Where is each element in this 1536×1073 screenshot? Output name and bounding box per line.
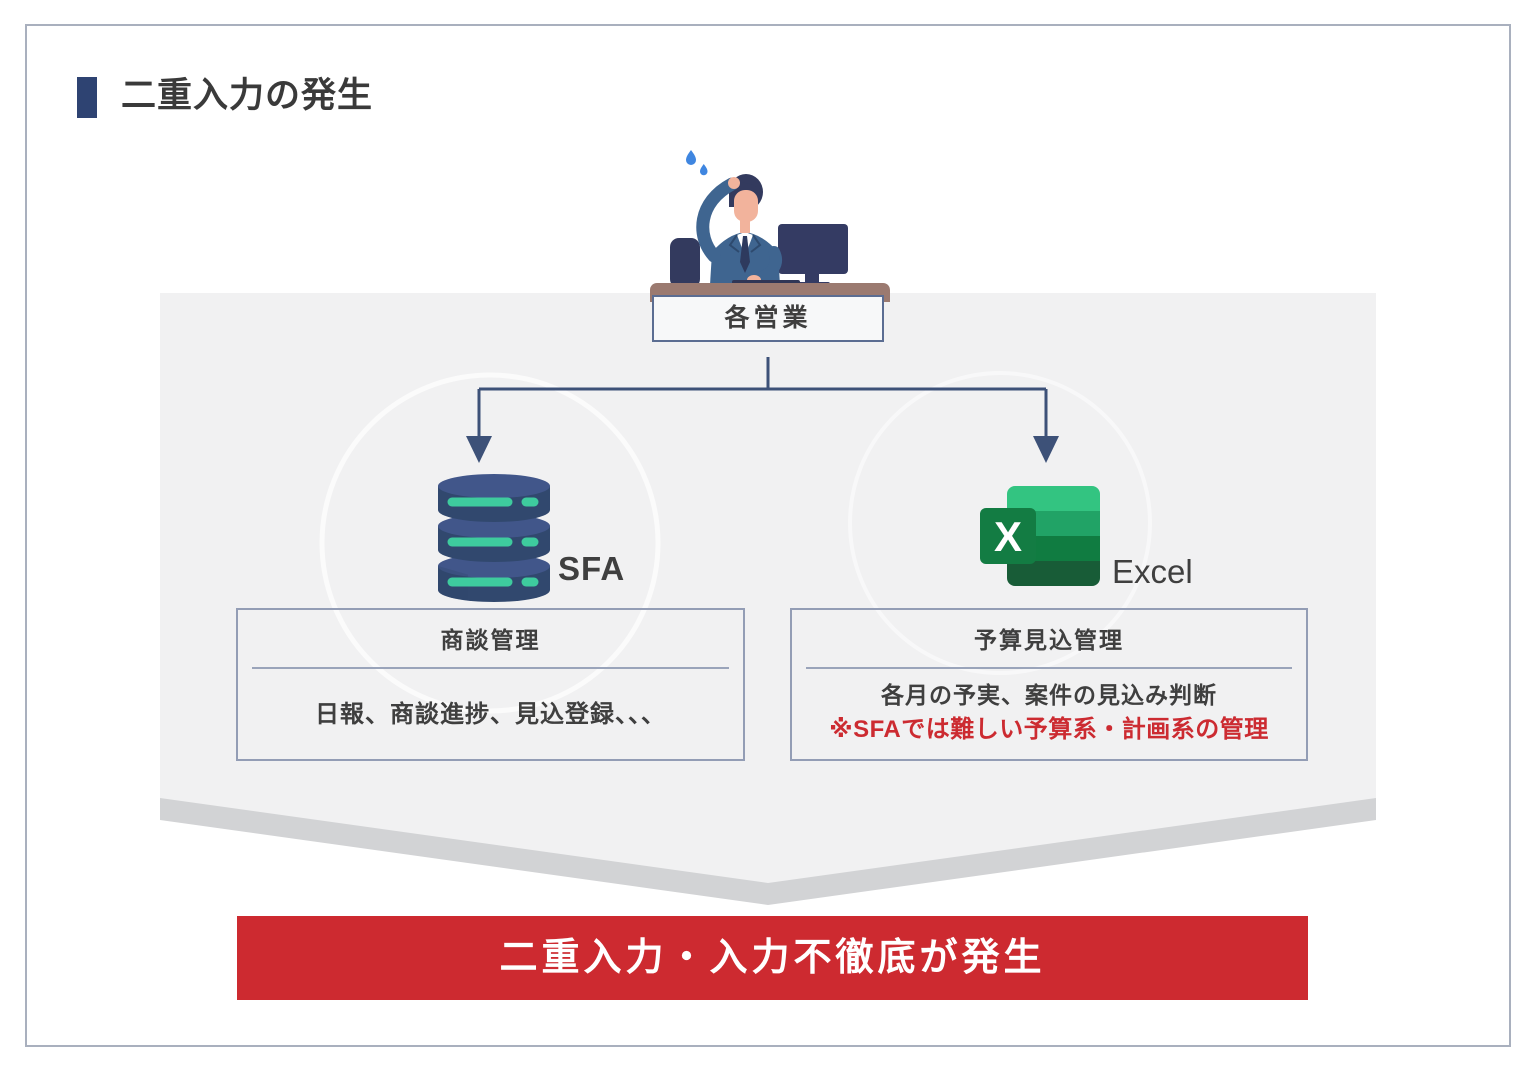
person-at-desk-illustration: [650, 150, 890, 302]
excel-x-letter: X: [994, 513, 1022, 560]
decor-arc-right: [848, 371, 1152, 675]
panel-chevron: [160, 293, 1376, 883]
person-icon: [696, 174, 782, 285]
result-banner: 二重入力・入力不徹底が発生: [237, 916, 1308, 1000]
panel-background: [160, 293, 1376, 905]
flow-arrows: [477, 357, 1048, 439]
monitor-icon: [778, 224, 848, 287]
chair-icon: [670, 238, 700, 288]
excel-box: 予算見込管理 各月の予実、案件の見込み判断 ※SFAでは難しい予算系・計画系の管…: [790, 608, 1308, 761]
database-icon: [438, 474, 550, 602]
excel-spreadsheet-icon: X: [980, 486, 1100, 586]
excel-x-tile: [980, 508, 1036, 564]
excel-box-header: 予算見込管理: [974, 627, 1124, 653]
decor-arc-left: [319, 372, 661, 714]
sfa-box-header: 商談管理: [440, 627, 541, 653]
excel-box-note: ※SFAでは難しい予算系・計画系の管理: [829, 716, 1269, 743]
arrowhead-left-icon: [466, 436, 492, 463]
page-title: 二重入力の発生: [121, 76, 374, 115]
sfa-box: 商談管理 日報、商談進捗、見込登録、、、: [236, 608, 745, 761]
db-segment-bottom: [438, 554, 550, 602]
title-accent-bar: [77, 77, 97, 118]
actor-label-box: 各営業: [652, 295, 884, 342]
sfa-box-body: 日報、商談進捗、見込登録、、、: [315, 701, 666, 728]
arrowhead-right-icon: [1033, 436, 1059, 463]
excel-box-body: 各月の予実、案件の見込み判断: [881, 682, 1217, 708]
sweat-drops-icon: [686, 150, 708, 176]
excel-box-divider: [806, 667, 1292, 669]
db-segment-top: [438, 474, 550, 522]
excel-label: Excel: [1112, 553, 1193, 590]
sfa-label: SFA: [558, 550, 626, 587]
sfa-box-divider: [252, 667, 729, 669]
